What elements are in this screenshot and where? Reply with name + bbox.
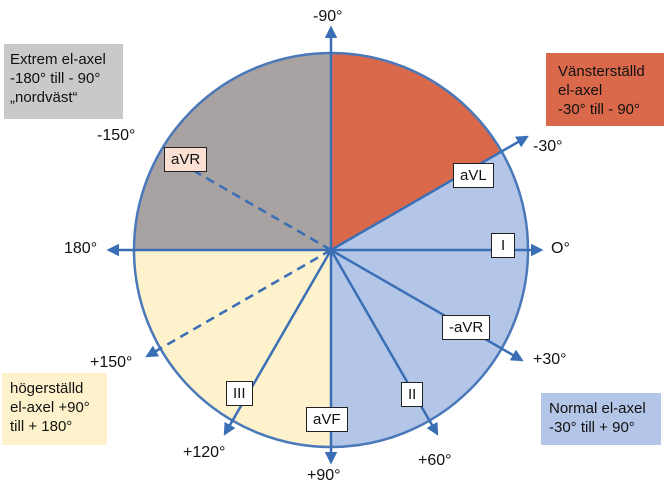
lead-label-avf: aVF xyxy=(306,407,348,432)
lead-label-ii: II xyxy=(401,382,424,407)
extreme-axis-box: Extrem el-axel -180° till - 90° „nordväs… xyxy=(4,44,123,119)
angle-label-plus120: +120° xyxy=(183,444,226,461)
angle-label-plus150: +150° xyxy=(90,354,133,371)
angle-label-plus60: +60° xyxy=(418,452,452,469)
angle-label-180: 180° xyxy=(64,240,98,257)
angle-label-zero: O° xyxy=(551,240,570,257)
angle-label-minus30: -30° xyxy=(533,138,563,155)
axis-minus150 xyxy=(172,157,332,252)
right-axis-sector xyxy=(132,249,332,449)
lead-label-avl: aVL xyxy=(453,163,494,188)
lead-label-iii: III xyxy=(226,381,253,406)
lead-label-avr: aVR xyxy=(164,147,208,172)
angle-label-plus30: +30° xyxy=(533,351,567,368)
lead-label-minus-avr: -aVR xyxy=(442,315,491,340)
angle-label-minus150: -150° xyxy=(97,127,136,144)
axis-plus150 xyxy=(145,248,332,358)
axis-minus30 xyxy=(330,135,529,252)
angle-label-minus90: -90° xyxy=(313,8,343,25)
angle-label-plus90: +90° xyxy=(307,467,341,484)
right-axis-box: högerställd el-axel +90° till + 180° xyxy=(2,373,107,445)
axis-plus30 xyxy=(330,248,524,362)
normal-axis-box: Normal el-axel -30° till + 90° xyxy=(541,393,661,445)
left-axis-box: Vänsterställd el-axel -30° till - 90° xyxy=(546,53,664,126)
lead-label-i: I xyxy=(491,233,516,258)
